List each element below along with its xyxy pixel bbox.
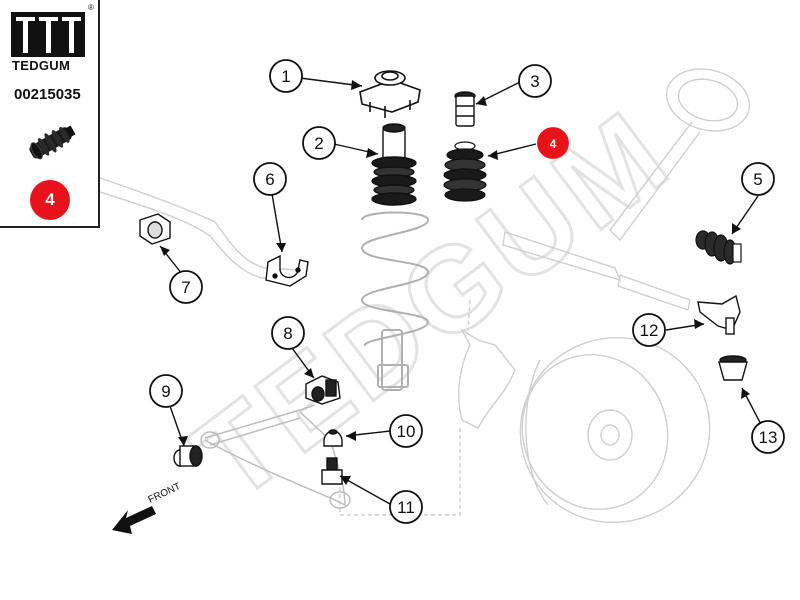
- callout-12-label: 12: [640, 321, 659, 340]
- callout-13-label: 13: [759, 428, 778, 447]
- part-tie-rod-end: [697, 294, 741, 335]
- callout-11-label: 11: [397, 498, 415, 517]
- front-direction-arrow: FRONT: [112, 481, 182, 534]
- callout-11: 11: [389, 490, 423, 524]
- tedgum-logo: [11, 12, 85, 57]
- callout-2-label: 2: [314, 134, 323, 153]
- lower-control-arm: [200, 404, 351, 509]
- part-thumbnail-dust-boot: [29, 125, 76, 160]
- part-stabilizer-bushing: [139, 213, 171, 245]
- callout-7: 7: [169, 270, 203, 304]
- callout-9-label: 9: [161, 382, 170, 401]
- callout-2: 2: [302, 126, 336, 160]
- brand-name: TEDGUM: [12, 58, 71, 73]
- callout-4-label: 4: [550, 137, 557, 151]
- callout-8: 8: [271, 316, 305, 350]
- callout-10: 10: [389, 414, 423, 448]
- callouts: 1 2 3 4 5 6 7 8 9 10 11 12 13: [149, 59, 785, 524]
- part-stabilizer-bracket: [265, 254, 309, 287]
- registered-mark: ®: [88, 3, 94, 12]
- callout-3: 3: [518, 64, 552, 98]
- part-dust-boot: [443, 141, 487, 202]
- callout-6: 6: [253, 162, 287, 196]
- selected-position-badge: 4: [30, 180, 70, 220]
- callout-9: 9: [149, 374, 183, 408]
- part-number: 00215035: [14, 86, 81, 103]
- callout-13: 13: [751, 420, 785, 454]
- callout-3-label: 3: [530, 72, 539, 91]
- callout-10-label: 10: [397, 422, 416, 441]
- callout-7-label: 7: [181, 278, 190, 297]
- arrowheads: [160, 80, 750, 485]
- part-ball-joint-boot: [323, 429, 343, 447]
- callout-5: 5: [741, 162, 775, 196]
- front-label: FRONT: [147, 481, 183, 506]
- callout-1-label: 1: [281, 67, 290, 86]
- part-ball-joint: [321, 457, 343, 485]
- callout-1: 1: [269, 59, 303, 93]
- background-assemblies: [99, 68, 751, 524]
- callout-5-label: 5: [753, 170, 762, 189]
- part-tie-rod-boot: [718, 355, 748, 381]
- callout-12: 12: [632, 313, 666, 347]
- part-bump-stop: [454, 91, 476, 127]
- callout-6-label: 6: [265, 170, 274, 189]
- part-rack-boot: [695, 230, 742, 265]
- part-arm-bushing-rear: [305, 375, 341, 405]
- callout-8-label: 8: [283, 324, 292, 343]
- part-bump-stop-with-boot: [371, 123, 417, 206]
- part-arm-bushing-front: [173, 445, 203, 467]
- coil-spring-strut: [360, 211, 430, 391]
- callout-4: 4: [537, 127, 569, 159]
- part-info-box: ® TEDGUM 00215035 4: [0, 0, 100, 228]
- part-top-mount: [359, 70, 421, 118]
